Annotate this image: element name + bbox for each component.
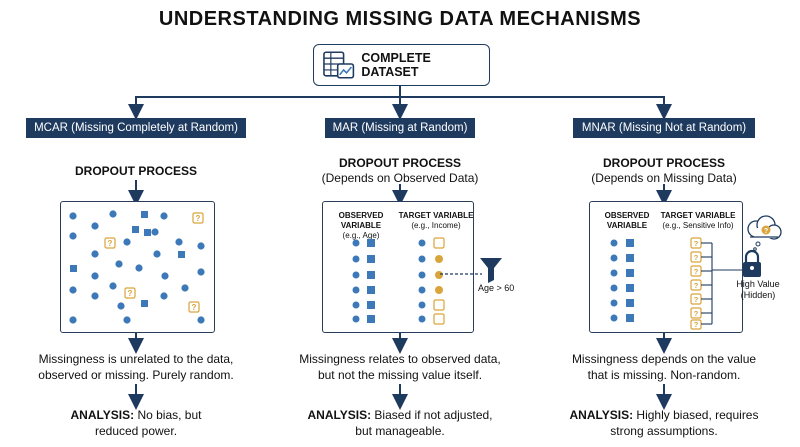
mnar-lock-group: ? xyxy=(743,215,782,277)
page-title: UNDERSTANDING MISSING DATA MECHANISMS xyxy=(158,8,642,30)
mar-analysis: ANALYSIS: Biased if not adjusted,but man… xyxy=(307,408,493,438)
mar-observed-label: OBSERVED VARIABLE(e.g., Age) xyxy=(338,211,384,240)
mnar-lock-label: High Value(Hidden) xyxy=(736,279,780,300)
funnel-icon xyxy=(480,258,502,283)
mar-description: Missingness relates to observed data,but… xyxy=(299,352,501,382)
svg-text:?: ? xyxy=(128,289,133,298)
svg-text:?: ? xyxy=(694,253,699,262)
mcar-process: DROPOUT PROCESS xyxy=(74,164,197,178)
svg-text:?: ? xyxy=(196,214,201,223)
banner-mcar: MCAR (Missing Completely at Random) xyxy=(26,118,246,138)
mcar-random-scatter: ???? xyxy=(69,210,205,324)
thought-cloud-icon: ? xyxy=(747,215,782,251)
mnar-target-label: TARGET VARIABLE(e.g., Sensitive Info) xyxy=(660,211,736,230)
mcar-description: Missingness is unrelated to the data,obs… xyxy=(38,352,234,382)
svg-text:?: ? xyxy=(694,267,699,276)
svg-text:?: ? xyxy=(192,303,197,312)
svg-text:?: ? xyxy=(694,239,699,248)
mnar-variable-columns: ???? ??? xyxy=(610,237,742,330)
svg-text:?: ? xyxy=(694,281,699,290)
svg-text:?: ? xyxy=(694,320,699,329)
mcar-panel: ???? xyxy=(60,201,215,333)
mnar-process: DROPOUT PROCESS(Depends on Missing Data) xyxy=(591,156,737,185)
complete-dataset-label: COMPLETE DATASET xyxy=(361,51,431,79)
spreadsheet-chart-icon xyxy=(323,51,355,79)
lock-icon xyxy=(743,249,761,277)
svg-text:?: ? xyxy=(694,295,699,304)
banner-mar: MAR (Missing at Random) xyxy=(325,118,475,138)
svg-text:?: ? xyxy=(764,228,768,235)
mar-filter xyxy=(440,258,502,283)
svg-text:?: ? xyxy=(108,239,113,248)
mar-variable-columns xyxy=(352,237,445,325)
banner-mnar: MNAR (Missing Not at Random) xyxy=(573,118,755,138)
mar-panel: OBSERVED VARIABLE(e.g., Age) TARGET VARI… xyxy=(322,201,474,333)
mar-filter-label: Age > 60 xyxy=(478,283,515,293)
mar-target-label: TARGET VARIABLE(e.g., Income) xyxy=(398,211,474,230)
svg-text:?: ? xyxy=(694,309,699,318)
complete-dataset-box: COMPLETE DATASET xyxy=(313,44,490,86)
mar-process: DROPOUT PROCESS(Depends on Observed Data… xyxy=(321,156,479,185)
